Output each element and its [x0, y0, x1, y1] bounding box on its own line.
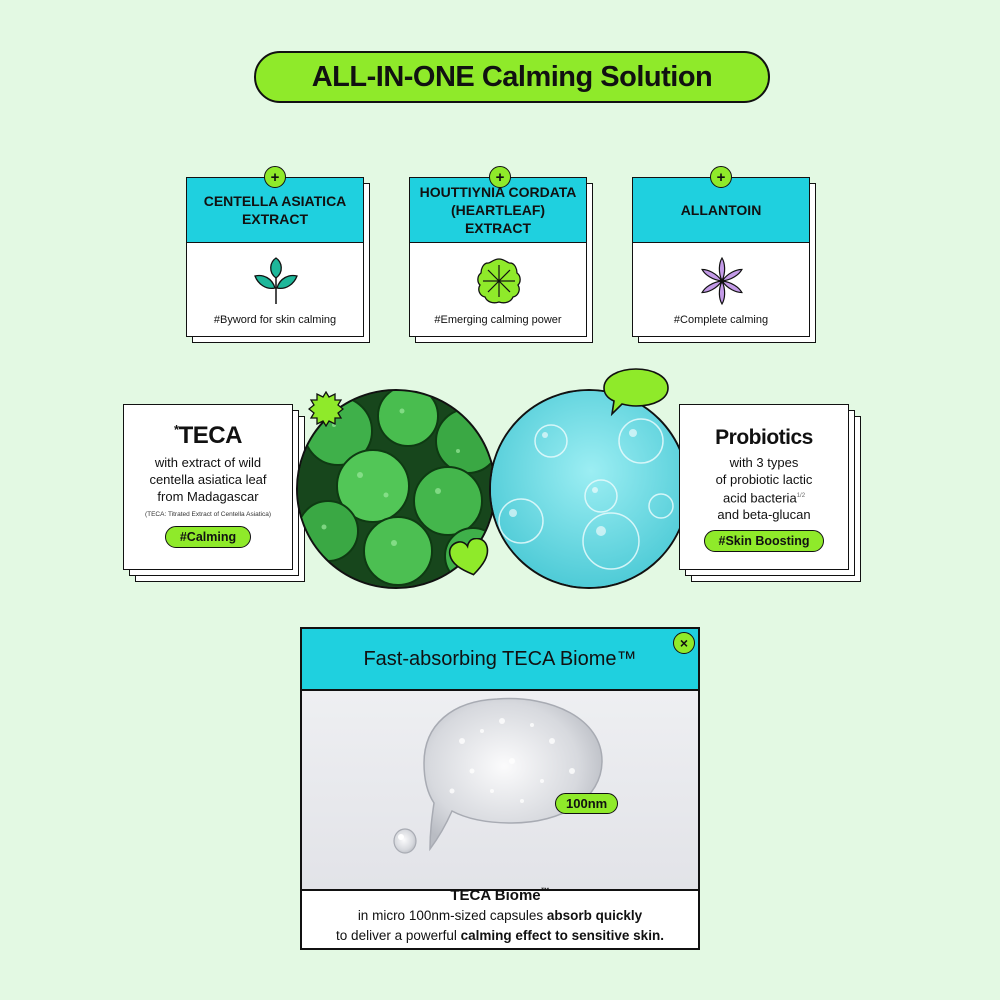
ingredient-name: CENTELLA ASIATICA EXTRACT: [187, 178, 363, 243]
leaf-cluster-illustration: [298, 391, 494, 587]
biome-line-text: to deliver a powerful: [336, 928, 461, 943]
teca-line: with extract of wild: [154, 455, 262, 470]
probiotics-line: with 3 types: [729, 455, 799, 470]
probiotics-card: Probiotics with 3 types of probiotic lac…: [679, 404, 861, 582]
close-icon[interactable]: ×: [673, 632, 695, 654]
card-front-sheet: HOUTTIYNIA CORDATA (HEARTLEAF) EXTRACT #…: [409, 177, 587, 337]
heart-icon: [448, 538, 489, 576]
biome-name-text: TECA Biome: [450, 887, 541, 904]
leaf-icon: [254, 257, 298, 304]
teca-title: *TECA: [123, 422, 293, 450]
biome-description: TECA Biome™ in micro 100nm-sized capsule…: [302, 881, 698, 946]
plus-icon: +: [710, 166, 732, 188]
plus-icon: +: [489, 166, 511, 188]
skin-boosting-tag: #Skin Boosting: [703, 530, 825, 553]
biome-header: Fast-absorbing TECA Biome™: [302, 629, 698, 691]
teca-biome-card: Fast-absorbing TECA Biome™ 100nm TECA: [300, 627, 700, 950]
bubbles-illustration: [491, 391, 687, 587]
teca-line: from Madagascar: [157, 489, 259, 504]
probiotics-line-text: acid bacteria: [722, 490, 797, 506]
plus-icon: +: [264, 166, 286, 188]
ingredient-card-heartleaf: HOUTTIYNIA CORDATA (HEARTLEAF) EXTRACT #…: [409, 166, 593, 343]
calming-tag: #Calming: [164, 526, 252, 548]
ingredient-tag: #Complete calming: [673, 314, 769, 326]
probiotic-bubbles-photo: [489, 389, 689, 589]
heartleaf-icon: [477, 258, 521, 304]
biome-line-bold: absorb quickly: [546, 908, 643, 923]
size-label: 100nm: [555, 793, 619, 814]
biome-line-text: in micro 100nm-sized capsules: [357, 908, 547, 923]
starburst-icon: [308, 391, 344, 427]
teca-card: *TECA with extract of wild centella asia…: [123, 404, 305, 582]
teca-title-text: TECA: [178, 422, 243, 449]
ingredient-tag: #Emerging calming power: [434, 314, 562, 326]
footnote-marker: 1/2: [796, 493, 806, 499]
probiotics-description: with 3 types of probiotic lactic acid ba…: [679, 454, 849, 523]
ingredient-name: ALLANTOIN: [633, 178, 809, 243]
probiotics-line: acid bacteria1/2: [679, 488, 849, 506]
ingredient-tag: #Byword for skin calming: [213, 314, 337, 326]
page-title-text: ALL-IN-ONE Calming Solution: [311, 60, 713, 93]
biome-line-bold: calming effect to sensitive skin.: [460, 928, 664, 943]
ingredient-card-centella: CENTELLA ASIATICA EXTRACT #Byword for sk…: [186, 166, 370, 343]
biome-name: TECA Biome™: [302, 881, 698, 906]
page-title: ALL-IN-ONE Calming Solution: [254, 51, 770, 103]
centella-leaves-photo: [296, 389, 496, 589]
card-front-sheet: ALLANTOIN #Complete calming: [632, 177, 810, 337]
teca-line: centella asiatica leaf: [149, 472, 267, 487]
teca-content: *TECA with extract of wild centella asia…: [123, 422, 293, 548]
biome-line: in micro 100nm-sized capsules absorb qui…: [302, 906, 698, 926]
trademark-mark: ™: [540, 886, 550, 896]
teca-asterisk: *: [174, 422, 179, 437]
probiotics-content: Probiotics with 3 types of probiotic lac…: [679, 426, 849, 553]
probiotics-line: of probiotic lactic: [715, 472, 813, 487]
flower-icon: [701, 256, 743, 306]
probiotics-title: Probiotics: [715, 426, 813, 449]
ingredient-name: HOUTTIYNIA CORDATA (HEARTLEAF) EXTRACT: [410, 178, 586, 243]
card-front-sheet: CENTELLA ASIATICA EXTRACT #Byword for sk…: [186, 177, 364, 337]
speech-bubble-icon: [603, 368, 669, 417]
gel-drop-illustration: [393, 697, 603, 854]
ingredient-card-allantoin: ALLANTOIN #Complete calming +: [632, 166, 816, 343]
teca-description: with extract of wild centella asiatica l…: [123, 454, 293, 505]
biome-line: to deliver a powerful calming effect to …: [302, 926, 698, 946]
capsule-drop-photo: 100nm: [302, 691, 698, 891]
probiotics-line: and beta-glucan: [717, 507, 811, 523]
teca-footnote: (TECA: Titrated Extract of Centella Asia…: [144, 511, 272, 518]
